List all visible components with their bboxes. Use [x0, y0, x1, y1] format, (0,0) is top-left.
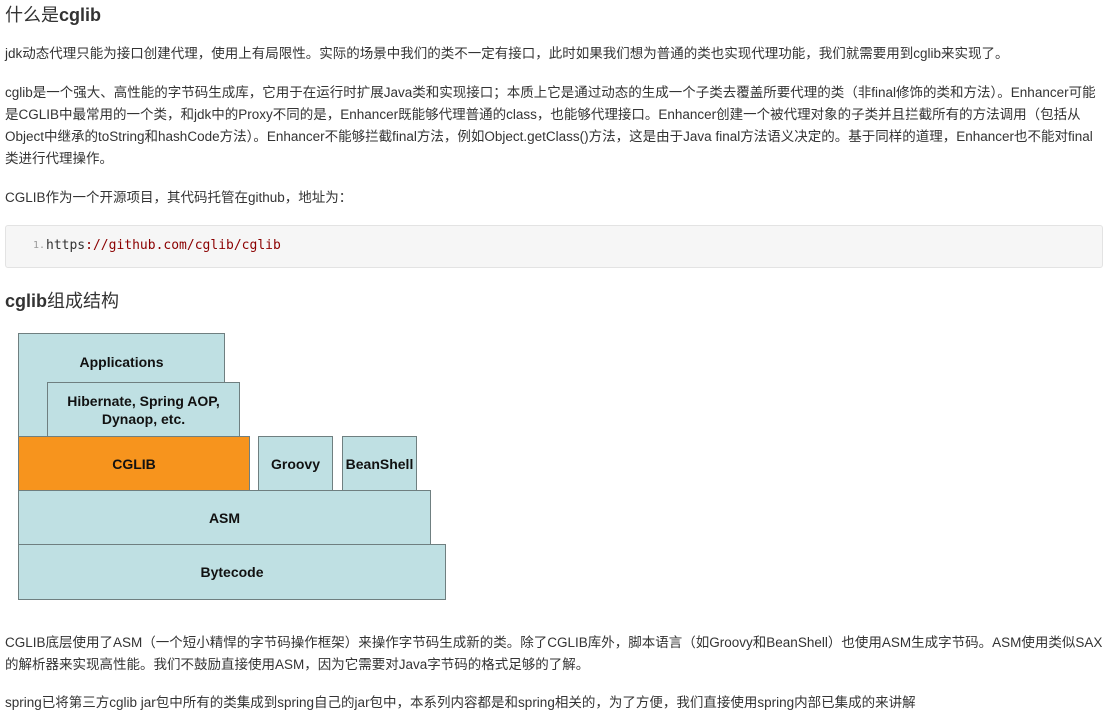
groovy-layer: Groovy [258, 436, 333, 492]
frameworks-layer: Hibernate, Spring AOP, Dynaop, etc. [47, 382, 240, 438]
title-text-en: cglib [59, 5, 102, 25]
asm-layer: ASM [18, 490, 431, 546]
frameworks-label-line2: Dynaop, etc. [101, 411, 186, 427]
url-scheme: https [46, 238, 86, 253]
paragraph-github-intro: CGLIB作为一个开源项目，其代码托管在github，地址为： [5, 190, 353, 205]
cglib-label: CGLIB [112, 456, 156, 472]
beanshell-label: BeanShell [345, 456, 414, 472]
url-path: ://github.com/cglib/cglib [85, 238, 281, 253]
paragraph-spring-integration: spring已将第三方cglib jar包中所有的类集成到spring自己的ja… [5, 695, 916, 710]
code-line-number: 1. [33, 240, 46, 251]
code-block: 1. https://github.com/cglib/cglib [5, 225, 1103, 268]
beanshell-layer: BeanShell [342, 436, 417, 492]
section-title-what-is-cglib: 什么是cglib [5, 2, 101, 28]
groovy-label: Groovy [270, 456, 320, 472]
paragraph-asm-description: CGLIB底层使用了ASM（一个短小精悍的字节码操作框架）来操作字节码生成新的类… [5, 635, 1103, 672]
bytecode-label: Bytecode [200, 564, 264, 580]
github-url[interactable]: https://github.com/cglib/cglib [46, 238, 281, 253]
paragraph-jdk-limitation: jdk动态代理只能为接口创建代理，使用上有局限性。实际的场景中我们的类不一定有接… [5, 46, 1009, 61]
title-text-en: cglib [5, 291, 48, 311]
cglib-layer: CGLIB [18, 436, 250, 492]
section-title-cglib-structure: cglib组成结构 [5, 288, 119, 314]
asm-label: ASM [208, 510, 241, 526]
paragraph-cglib-description: cglib是一个强大、高性能的字节码生成库，它用于在运行时扩展Java类和实现接… [5, 85, 1096, 166]
bytecode-layer: Bytecode [18, 544, 446, 600]
applications-label: Applications [79, 354, 164, 370]
title-text-zh: 组成结构 [47, 291, 120, 311]
frameworks-label-line1: Hibernate, Spring AOP, [67, 393, 220, 409]
title-text-zh: 什么是 [5, 5, 59, 25]
